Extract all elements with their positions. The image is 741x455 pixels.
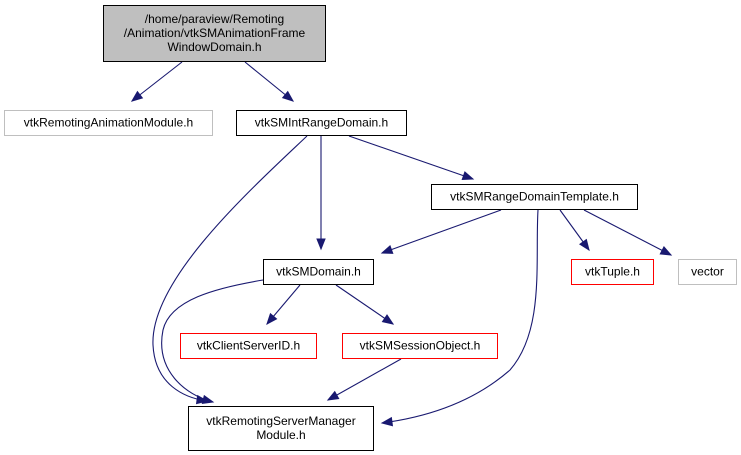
node-box [4,110,213,136]
node-box [431,184,638,210]
arrowhead-icon [461,171,475,181]
edge-line [583,209,672,256]
edge-smdomain-to-session [335,284,395,325]
edge-line [348,135,474,180]
node-label: vtkSMSessionObject.h [360,339,481,353]
node-box [678,259,737,285]
arrowhead-icon [579,238,590,252]
edge-smdomain-to-csid [266,284,301,326]
arrowhead-icon [201,394,215,405]
node-label: vtkSMDomain.h [276,265,361,279]
node-label: /home/paraview/Remoting [145,12,284,26]
node-label: vector [691,265,724,279]
edge-line [327,358,402,401]
arrowhead-icon [281,90,295,102]
edge-intrange-to-smdomain [316,136,326,251]
edge-line [131,61,183,102]
node-box [571,259,654,285]
node-box [263,259,374,285]
arrowhead-icon [316,238,326,251]
edges-layer [130,61,673,427]
node-vector[interactable]: vector [678,259,737,285]
edge-root-to-animmod [130,61,183,102]
node-label: Module.h [256,428,305,442]
node-box [342,333,498,359]
edge-session-to-srvmgr [326,358,402,401]
node-tuple[interactable]: vtkTuple.h [571,259,654,285]
node-smdomain[interactable]: vtkSMDomain.h [263,259,374,285]
arrowhead-icon [381,314,395,325]
edge-line [161,279,264,403]
edge-rangetmpl-to-vector [583,209,673,256]
arrowhead-icon [380,416,394,427]
node-box [103,5,326,62]
node-session[interactable]: vtkSMSessionObject.h [342,333,498,359]
node-intrange[interactable]: vtkSMIntRangeDomain.h [236,110,407,136]
edge-line [152,135,308,402]
node-csid[interactable]: vtkClientServerID.h [180,333,317,359]
node-label: /Animation/vtkSMAnimationFrame [124,26,306,40]
node-root: /home/paraview/Remoting/Animation/vtkSMA… [103,5,326,62]
node-label: WindowDomain.h [167,40,261,54]
arrowhead-icon [326,390,340,401]
edge-intrange-to-rangetmpl [348,135,475,181]
node-label: vtkRemotingServerManager [206,414,355,428]
node-animmod[interactable]: vtkRemotingAnimationModule.h [4,110,213,136]
node-label: vtkTuple.h [585,265,640,279]
node-rangetmpl[interactable]: vtkSMRangeDomainTemplate.h [431,184,638,210]
arrowhead-icon [659,245,673,256]
node-label: vtkRemotingAnimationModule.h [24,116,193,130]
edge-root-to-intrange [244,61,295,102]
node-box [236,110,407,136]
arrowhead-icon [130,90,144,102]
edge-line [335,284,394,325]
node-box [180,333,317,359]
arrowhead-icon [266,312,278,326]
edge-line [381,209,502,254]
node-box [188,406,374,451]
arrowhead-icon [380,244,394,254]
node-label: vtkSMIntRangeDomain.h [255,116,388,130]
edge-line [381,209,539,424]
node-label: vtkClientServerID.h [197,339,300,353]
nodes-layer: /home/paraview/Remoting/Animation/vtkSMA… [4,5,737,451]
edge-rangetmpl-to-smdomain [380,209,502,254]
node-label: vtkSMRangeDomainTemplate.h [450,190,619,204]
edge-rangetmpl-to-srvmgr [380,209,539,427]
edge-smdomain-to-srvmgr [161,279,264,405]
edge-rangetmpl-to-tuple [559,209,590,252]
